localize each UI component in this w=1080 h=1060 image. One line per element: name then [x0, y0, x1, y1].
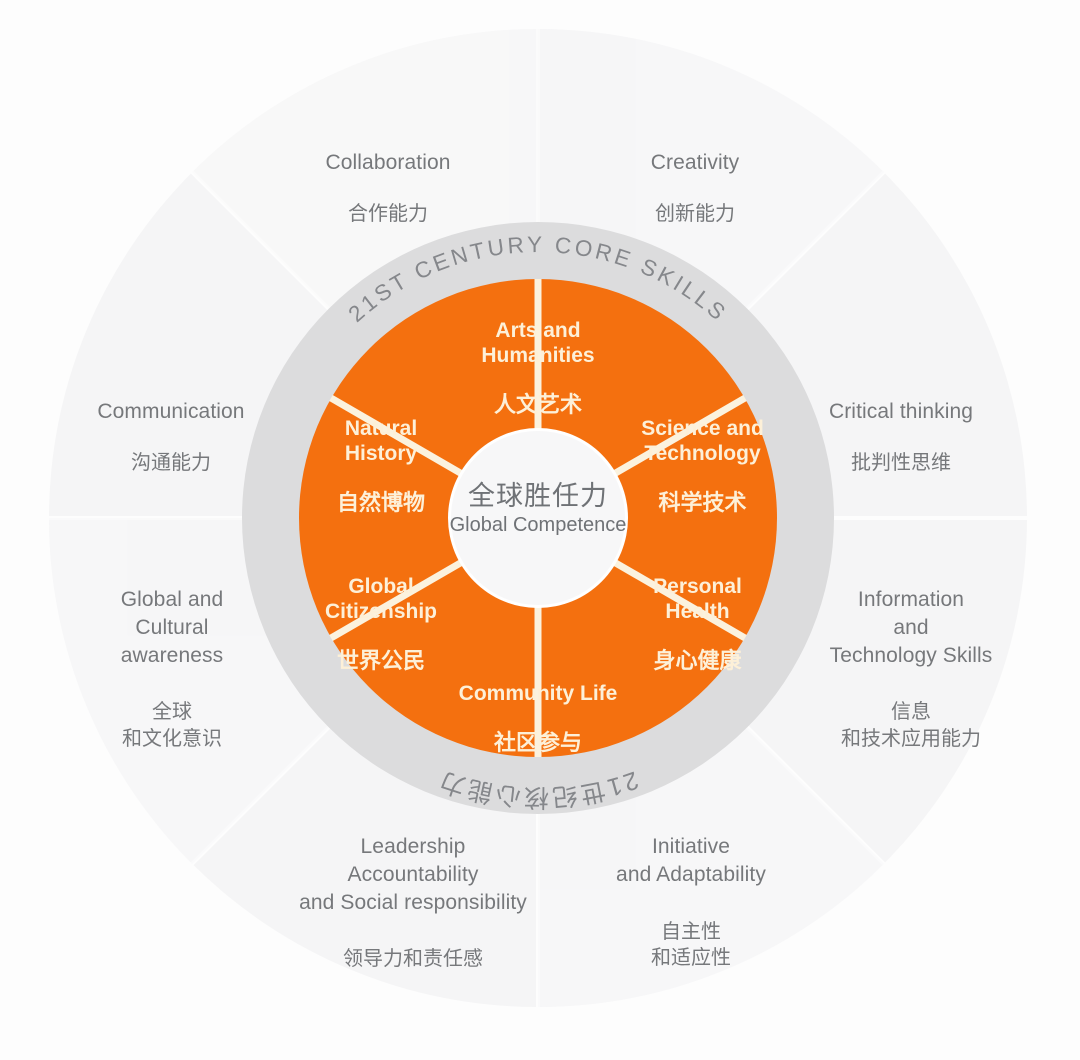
- segment-en: Natural History: [344, 417, 418, 465]
- segment-en: Global Citizenship: [324, 575, 437, 623]
- segment-en: Community Life: [458, 682, 618, 706]
- outer-en: Information and Technology Skills: [829, 588, 993, 667]
- outer-en: Initiative and Adaptability: [616, 835, 766, 886]
- hub-circle: [451, 431, 625, 605]
- outer-zh: 全球 和文化意识: [122, 701, 222, 750]
- segment-label-natural-history: Natural History 自然博物: [300, 396, 462, 537]
- outer-label-communication: Communication 沟通能力: [62, 377, 280, 497]
- outer-en: Creativity: [650, 151, 740, 175]
- segment-zh: 自然博物: [336, 489, 425, 515]
- segment-zh: 社区参与: [493, 729, 582, 755]
- segment-zh: 世界公民: [336, 647, 425, 673]
- outer-zh: 合作能力: [348, 202, 428, 225]
- segment-label-personal-health: Personal Health 身心健康: [615, 554, 780, 695]
- outer-label-information-and-technology-skills: Information and Technology Skills 信息 和技术…: [800, 565, 1022, 773]
- segment-label-global-citizenship: Global Citizenship 世界公民: [295, 554, 467, 695]
- outer-en: Critical thinking: [828, 400, 974, 424]
- outer-en: Leadership Accountability and Social res…: [299, 835, 527, 914]
- segment-en: Personal Health: [653, 575, 742, 623]
- outer-zh: 批判性思维: [851, 451, 951, 474]
- outer-en: Communication: [97, 400, 245, 424]
- outer-zh: 领导力和责任感: [343, 948, 483, 971]
- hub-title-zh: 全球胜任力: [468, 481, 608, 511]
- segment-en: Science and Technology: [641, 417, 764, 465]
- outer-zh: 信息 和技术应用能力: [841, 701, 981, 750]
- outer-label-critical-thinking: Critical thinking 批判性思维: [790, 377, 1012, 497]
- outer-zh: 沟通能力: [131, 451, 211, 474]
- outer-label-initiative-and-adaptability: Initiative and Adaptability 自主性 和适应性: [570, 812, 812, 993]
- segment-label-arts-and-humanities: Arts and Humanities 人文艺术: [438, 298, 638, 439]
- outer-label-leadership-accountability-and-social-responsibility: Leadership Accountability and Social res…: [278, 812, 548, 994]
- outer-label-collaboration: Collaboration 合作能力: [288, 128, 488, 248]
- outer-en: Global and Cultural awareness: [120, 588, 224, 667]
- segment-zh: 身心健康: [653, 647, 742, 673]
- hub-title-en: Global Competence: [449, 514, 627, 537]
- outer-zh: 自主性 和适应性: [651, 920, 731, 970]
- outer-label-creativity: Creativity 创新能力: [595, 128, 795, 248]
- segment-zh: 人文艺术: [493, 391, 582, 417]
- outer-en: Collaboration: [325, 151, 451, 175]
- segment-en: Arts and Humanities: [481, 319, 595, 367]
- segment-label-community-life: Community Life 社区参与: [438, 661, 638, 777]
- segment-label-science-and-technology: Science and Technology 科学技术: [615, 396, 790, 537]
- segment-zh: 科学技术: [658, 489, 747, 515]
- hub-label: 全球胜任力 Global Competence: [438, 480, 638, 537]
- outer-zh: 创新能力: [655, 202, 735, 225]
- outer-label-global-and-cultural-awareness: Global and Cultural awareness 全球 和文化意识: [72, 565, 272, 773]
